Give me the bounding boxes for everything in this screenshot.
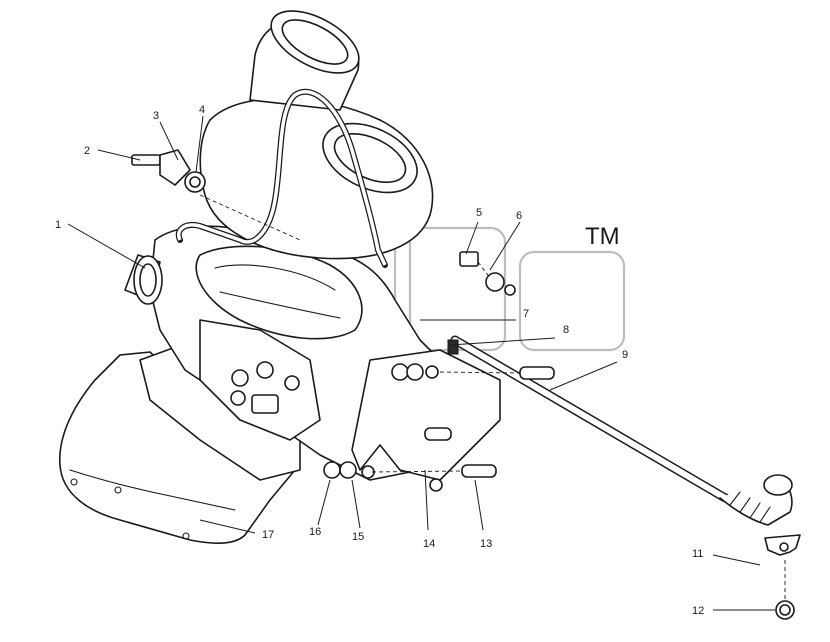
callout-4: 4 [199, 104, 205, 116]
callout-9: 9 [622, 349, 628, 361]
inlet-flange-1 [124, 254, 163, 305]
callout-2: 2 [84, 145, 90, 157]
callout-1: 1 [55, 219, 61, 231]
callout-12: 12 [692, 605, 704, 617]
callout-11: 11 [692, 548, 703, 560]
callout-labels: 1 2 3 4 5 6 7 8 9 11 12 13 14 15 16 17 [55, 104, 704, 617]
compressor-housing [199, 10, 434, 260]
callout-5: 5 [476, 207, 482, 219]
callout-16: 16 [309, 526, 321, 538]
callout-8: 8 [563, 324, 569, 336]
oil-feed-pipe-inner [177, 90, 387, 266]
bracket-hole [429, 478, 443, 492]
alignment-lines [199, 194, 786, 600]
callout-15: 15 [352, 531, 364, 543]
oil-return-tube-9 [450, 335, 793, 526]
nut-12-inner [779, 604, 791, 616]
callout-7: 7 [523, 308, 529, 320]
callout-14: 14 [423, 538, 435, 550]
callout-6: 6 [516, 210, 522, 222]
watermark-tm: TM [585, 223, 620, 250]
callout-13: 13 [480, 538, 492, 550]
fasteners [131, 149, 555, 479]
callout-3: 3 [153, 110, 159, 122]
leader-lines [67, 115, 775, 611]
callout-17: 17 [262, 529, 274, 541]
gasket-hole [779, 542, 789, 552]
